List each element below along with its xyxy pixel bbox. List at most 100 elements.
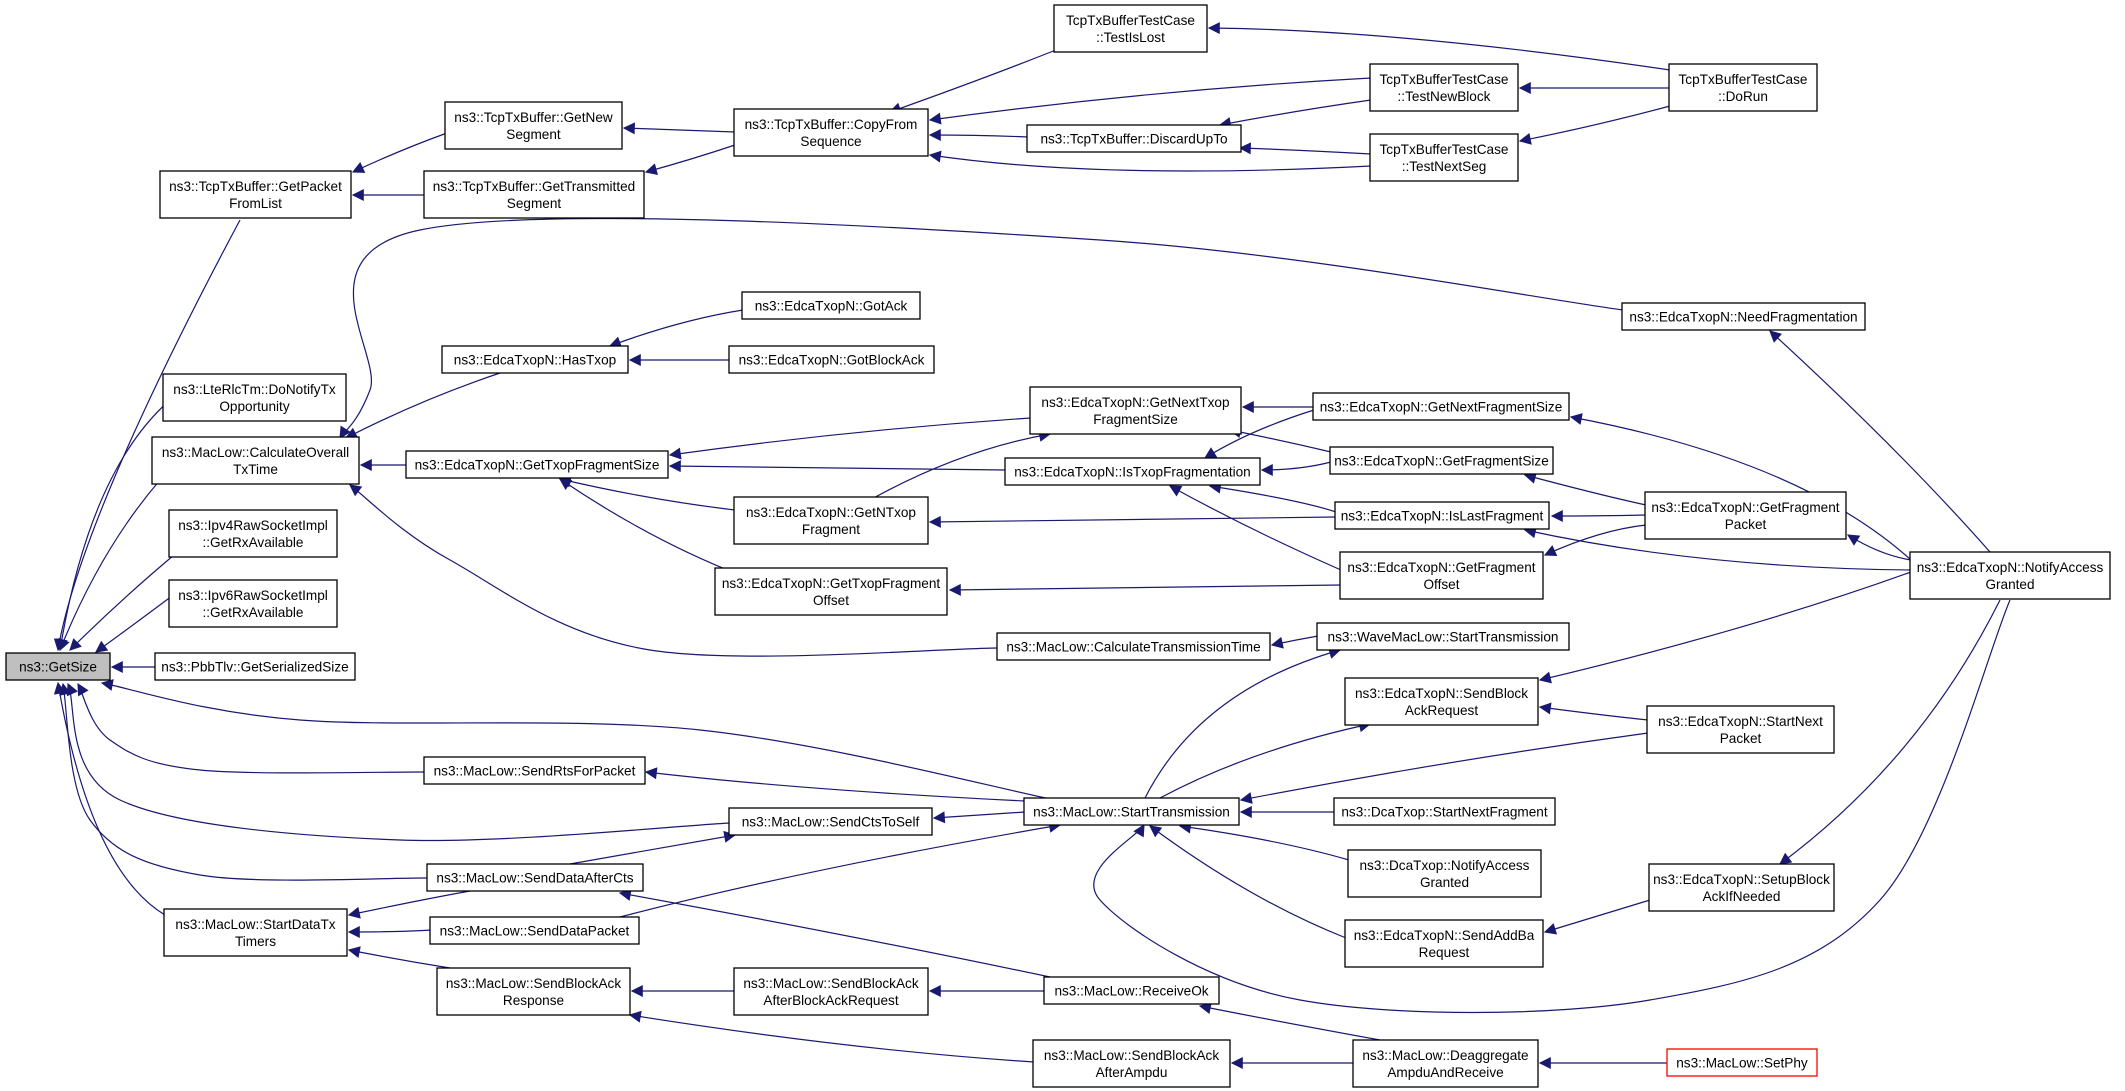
node-box[interactable] bbox=[423, 756, 646, 785]
node-box[interactable] bbox=[162, 373, 347, 422]
node-box[interactable] bbox=[1646, 705, 1835, 754]
node-box[interactable] bbox=[1004, 457, 1261, 486]
node-box[interactable] bbox=[1347, 849, 1542, 898]
node-box[interactable] bbox=[1668, 63, 1818, 112]
node-ipv6getrx[interactable]: ns3::Ipv6RawSocketImpl::GetRxAvailable bbox=[168, 579, 338, 628]
node-box[interactable] bbox=[1043, 976, 1220, 1005]
node-box[interactable] bbox=[168, 509, 338, 558]
node-needfragmentation[interactable]: ns3::EdcaTxopN::NeedFragmentation bbox=[1621, 302, 1866, 331]
node-box[interactable] bbox=[1909, 551, 2111, 600]
node-istxopfragmentation[interactable]: ns3::EdcaTxopN::IsTxopFragmentation bbox=[1004, 457, 1261, 486]
node-box[interactable] bbox=[151, 436, 360, 485]
node-box[interactable] bbox=[441, 345, 629, 374]
node-box[interactable] bbox=[423, 170, 645, 219]
node-box[interactable] bbox=[1666, 1048, 1818, 1077]
node-box[interactable] bbox=[5, 652, 111, 681]
node-box[interactable] bbox=[168, 579, 338, 628]
node-box[interactable] bbox=[426, 863, 644, 892]
node-box[interactable] bbox=[996, 632, 1271, 661]
node-box[interactable] bbox=[1369, 133, 1519, 182]
node-box[interactable] bbox=[741, 291, 921, 320]
node-box[interactable] bbox=[1648, 863, 1835, 912]
node-gotblockack[interactable]: ns3::EdcaTxopN::GotBlockAck bbox=[728, 345, 935, 374]
node-box[interactable] bbox=[1334, 501, 1550, 530]
node-box[interactable] bbox=[728, 345, 935, 374]
node-discardupto[interactable]: ns3::TcpTxBuffer::DiscardUpTo bbox=[1026, 124, 1242, 153]
node-gettxopfragmentsize[interactable]: ns3::EdcaTxopN::GetTxopFragmentSize bbox=[405, 450, 669, 479]
node-calculatetransmissiontime[interactable]: ns3::MacLow::CalculateTransmissionTime bbox=[996, 632, 1271, 661]
node-box[interactable] bbox=[444, 101, 623, 150]
node-box[interactable] bbox=[436, 967, 631, 1016]
node-testnewblock[interactable]: TcpTxBufferTestCase::TestNewBlock bbox=[1369, 63, 1519, 112]
node-box[interactable] bbox=[1339, 551, 1544, 600]
node-box[interactable] bbox=[163, 908, 348, 957]
node-dorun[interactable]: TcpTxBufferTestCase::DoRun bbox=[1668, 63, 1818, 112]
node-getnextfragmentsize[interactable]: ns3::EdcaTxopN::GetNextFragmentSize bbox=[1312, 392, 1570, 421]
node-box[interactable] bbox=[733, 967, 929, 1016]
node-hastxop[interactable]: ns3::EdcaTxopN::HasTxop bbox=[441, 345, 629, 374]
node-box[interactable] bbox=[733, 108, 929, 157]
node-senddatapacket[interactable]: ns3::MacLow::SendDataPacket bbox=[429, 916, 640, 945]
node-box[interactable] bbox=[1621, 302, 1866, 331]
node-box[interactable] bbox=[1029, 386, 1242, 435]
node-testislost[interactable]: TcpTxBufferTestCase::TestIsLost bbox=[1053, 4, 1208, 53]
node-box[interactable] bbox=[154, 652, 356, 681]
node-senddataaftercts[interactable]: ns3::MacLow::SendDataAfterCts bbox=[426, 863, 644, 892]
node-box[interactable] bbox=[1344, 919, 1544, 968]
node-box[interactable] bbox=[714, 567, 948, 616]
node-box[interactable] bbox=[1026, 124, 1242, 153]
node-box[interactable] bbox=[1344, 677, 1539, 726]
node-sendblockackafterbar[interactable]: ns3::MacLow::SendBlockAckAfterBlockAckRe… bbox=[733, 967, 929, 1016]
node-starttransmission[interactable]: ns3::MacLow::StartTransmission bbox=[1023, 797, 1240, 826]
node-pbbtlv[interactable]: ns3::PbbTlv::GetSerializedSize bbox=[154, 652, 356, 681]
node-box[interactable] bbox=[1312, 392, 1570, 421]
node-getsize[interactable]: ns3::GetSize bbox=[5, 652, 111, 681]
node-dcastartnextfragment[interactable]: ns3::DcaTxop::StartNextFragment bbox=[1333, 797, 1556, 826]
node-box[interactable] bbox=[1316, 622, 1570, 651]
node-box[interactable] bbox=[1023, 797, 1240, 826]
node-ipv4getrx[interactable]: ns3::Ipv4RawSocketImpl::GetRxAvailable bbox=[168, 509, 338, 558]
node-box[interactable] bbox=[1333, 797, 1556, 826]
node-box[interactable] bbox=[159, 170, 352, 219]
node-box[interactable] bbox=[1369, 63, 1519, 112]
node-box[interactable] bbox=[1352, 1039, 1539, 1088]
node-box[interactable] bbox=[733, 496, 929, 545]
node-box[interactable] bbox=[1644, 491, 1847, 540]
node-islastfragment[interactable]: ns3::EdcaTxopN::IsLastFragment bbox=[1334, 501, 1550, 530]
node-box[interactable] bbox=[1329, 446, 1554, 475]
node-sendctstoself[interactable]: ns3::MacLow::SendCtsToSelf bbox=[728, 807, 933, 836]
node-testnextseg[interactable]: TcpTxBufferTestCase::TestNextSeg bbox=[1369, 133, 1519, 182]
node-sendrtsforpacket[interactable]: ns3::MacLow::SendRtsForPacket bbox=[423, 756, 646, 785]
node-box[interactable] bbox=[1032, 1039, 1231, 1088]
node-receiveok[interactable]: ns3::MacLow::ReceiveOk bbox=[1043, 976, 1220, 1005]
node-wavestarttransmission[interactable]: ns3::WaveMacLow::StartTransmission bbox=[1316, 622, 1570, 651]
node-gotack[interactable]: ns3::EdcaTxopN::GotAck bbox=[741, 291, 921, 320]
node-box[interactable] bbox=[1053, 4, 1208, 53]
node-getfragmentsize[interactable]: ns3::EdcaTxopN::GetFragmentSize bbox=[1329, 446, 1554, 475]
node-setphy[interactable]: ns3::MacLow::SetPhy bbox=[1666, 1048, 1818, 1077]
node-box[interactable] bbox=[405, 450, 669, 479]
node-box[interactable] bbox=[429, 916, 640, 945]
node-box[interactable] bbox=[728, 807, 933, 836]
